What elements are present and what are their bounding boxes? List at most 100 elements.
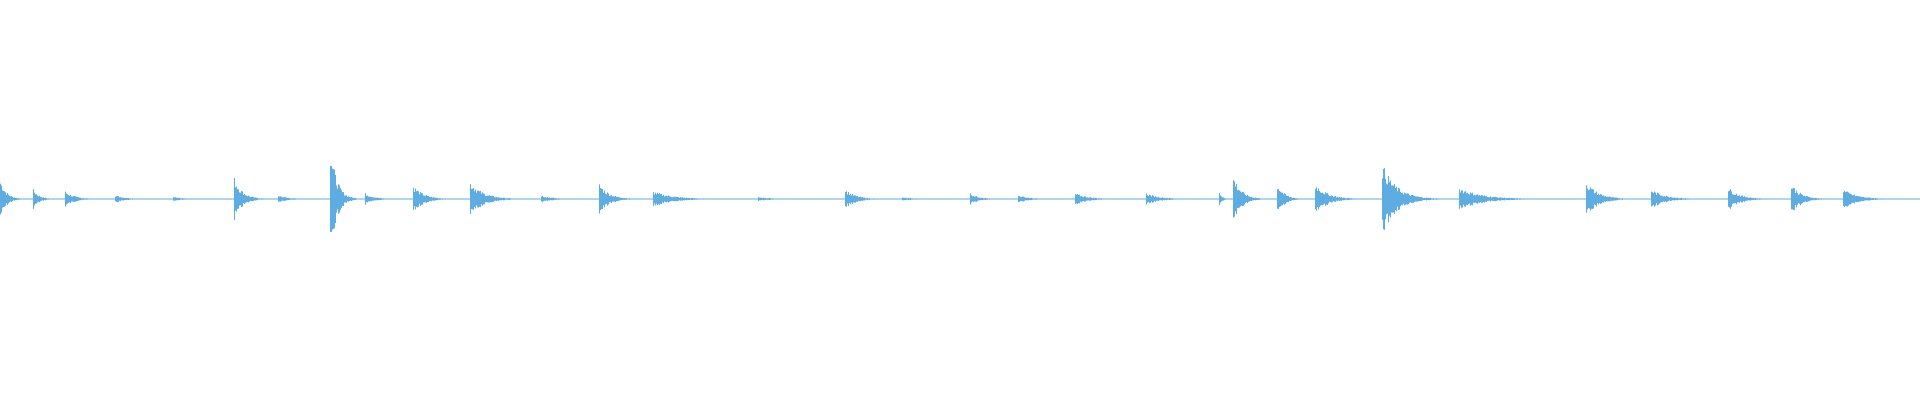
waveform-sample <box>1012 198 1013 200</box>
waveform-sample <box>1730 189 1731 209</box>
waveform-sample <box>305 198 306 200</box>
waveform-sample <box>1794 188 1795 210</box>
waveform-sample <box>637 198 638 200</box>
waveform-sample <box>1081 195 1082 203</box>
waveform-sample <box>1497 197 1498 201</box>
waveform-sample <box>1405 193 1406 205</box>
waveform-sample <box>443 198 444 200</box>
waveform-sample <box>1502 197 1503 201</box>
waveform-sample <box>473 188 474 210</box>
waveform-sample <box>313 198 314 200</box>
waveform-sample <box>1311 198 1312 200</box>
waveform-sample <box>306 198 307 200</box>
waveform-sample <box>672 197 673 201</box>
waveform-sample <box>1395 187 1396 211</box>
waveform-sample <box>102 198 103 200</box>
waveform-sample <box>289 198 290 200</box>
waveform-sample <box>1516 198 1517 200</box>
waveform-sample <box>320 198 321 200</box>
waveform-sample <box>1854 194 1855 204</box>
waveform-sample <box>1007 198 1008 200</box>
waveform-sample <box>81 198 82 200</box>
waveform-sample <box>890 198 891 200</box>
waveform-sample <box>651 198 652 200</box>
waveform-sample <box>1694 198 1695 200</box>
waveform-sample <box>1212 198 1213 200</box>
waveform-sample <box>1051 198 1052 200</box>
waveform-sample <box>470 184 471 214</box>
waveform-sample <box>1129 198 1130 200</box>
waveform-sample <box>283 197 284 201</box>
waveform-sample <box>1618 198 1619 200</box>
waveform-sample <box>1295 198 1296 200</box>
waveform-sample <box>1589 189 1590 209</box>
waveform-sample <box>1356 198 1357 200</box>
waveform-sample <box>160 198 161 200</box>
waveform-sample <box>1056 198 1057 200</box>
waveform-sample <box>659 193 660 205</box>
waveform-sample <box>38 196 39 202</box>
waveform-sample <box>1002 198 1003 200</box>
waveform-sample <box>601 188 602 210</box>
waveform-sample <box>1166 197 1167 201</box>
waveform-sample <box>450 198 451 200</box>
waveform-sample <box>431 196 432 202</box>
waveform-sample <box>1735 194 1736 204</box>
waveform-sample <box>213 198 214 200</box>
waveform-sample <box>1076 194 1077 204</box>
waveform-sample <box>624 198 625 200</box>
waveform-sample <box>217 198 218 200</box>
waveform-segment <box>1791 187 1843 211</box>
waveform-sample <box>1872 198 1873 200</box>
waveform-sample <box>1835 198 1836 200</box>
waveform-sample <box>681 197 682 201</box>
waveform-sample <box>1171 198 1172 200</box>
waveform-sample <box>339 185 340 213</box>
waveform-sample <box>508 198 509 200</box>
waveform-sample <box>331 166 332 232</box>
waveform-sample <box>394 198 395 200</box>
waveform-sample <box>1233 180 1234 218</box>
waveform-sample <box>446 198 447 200</box>
waveform-sample <box>1146 193 1147 205</box>
waveform-sample <box>1353 198 1354 200</box>
waveform-sample <box>553 197 554 201</box>
waveform-sample <box>1512 198 1513 200</box>
waveform-sample <box>883 198 884 200</box>
waveform-sample <box>863 197 864 201</box>
waveform-sample <box>1544 198 1545 200</box>
waveform-sample <box>1245 195 1246 203</box>
waveform-sample <box>172 198 173 200</box>
waveform-sample <box>768 198 769 200</box>
waveform-sample <box>226 198 227 200</box>
waveform-sample <box>598 198 599 200</box>
waveform-sample <box>687 198 688 200</box>
waveform-sample <box>1022 196 1023 202</box>
waveform-segment <box>278 196 330 202</box>
waveform-sample <box>942 198 943 200</box>
waveform-sample <box>1266 198 1267 200</box>
waveform-sample <box>1203 198 1204 200</box>
waveform-sample <box>496 196 497 202</box>
waveform-sample <box>1492 197 1493 201</box>
waveform-sample <box>1791 188 1792 210</box>
waveform-sample <box>206 198 207 200</box>
waveform-sample <box>1884 198 1885 200</box>
waveform-sample <box>1910 198 1911 200</box>
waveform-sample <box>1783 198 1784 200</box>
waveform-sample <box>989 198 990 200</box>
waveform-sample <box>269 198 270 200</box>
waveform-sample <box>178 197 179 201</box>
waveform-sample <box>207 198 208 200</box>
waveform-sample <box>675 196 676 202</box>
waveform-sample <box>773 198 774 200</box>
waveform-sample <box>1695 198 1696 200</box>
waveform-sample <box>1217 198 1218 200</box>
waveform-sample <box>605 193 606 205</box>
waveform-sample <box>1271 198 1272 200</box>
waveform-sample <box>1513 198 1514 200</box>
waveform-sample <box>1757 198 1758 200</box>
waveform-sample <box>1066 198 1067 200</box>
